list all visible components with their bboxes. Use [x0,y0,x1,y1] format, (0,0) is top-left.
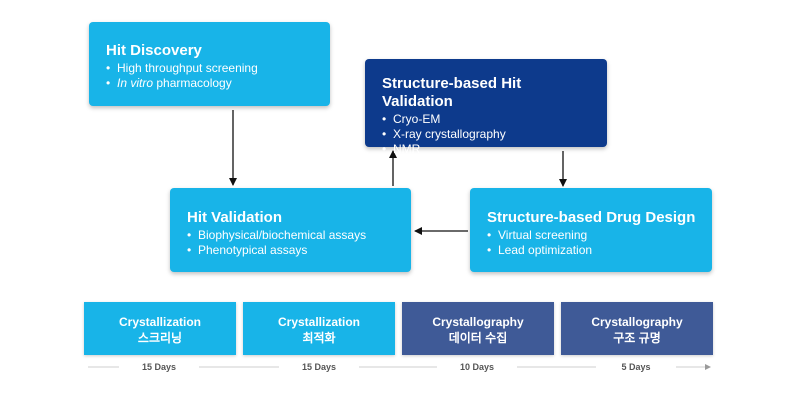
structure-hit-validation-box: Structure-based Hit Validation •Cryo-EM … [365,59,607,156]
bullet-icon: • [187,228,192,242]
structure-drug-design-list: •Virtual screening •Lead optimization [487,228,696,258]
duration-label: 15 Days [119,361,199,373]
structure-hit-validation-item: •NMR [382,142,421,156]
duration-label: 15 Days [279,361,359,373]
duration-label: 10 Days [437,361,517,373]
structure-hit-validation-list: •Cryo-EM •X-ray crystallography •NMR [382,112,591,157]
hit-discovery-list: •High throughput screening •In vitro pha… [106,61,314,91]
bullet-icon: • [106,76,111,90]
hit-validation-list: •Biophysical/biochemical assays •Phenoty… [187,228,395,258]
bullet-icon: • [487,243,492,257]
bullet-icon: • [382,142,387,156]
structure-hit-validation-item: •Cryo-EM [382,112,441,126]
hit-validation-box: Hit Validation •Biophysical/biochemical … [170,188,411,272]
step-crystallography-data-collection: Crystallography 데이터 수집 [402,302,554,355]
hit-discovery-item: •High throughput screening [106,61,258,75]
step-crystallization-optimization: Crystallization 최적화 [243,302,395,355]
bullet-icon: • [106,61,111,75]
bullet-icon: • [187,243,192,257]
structure-drug-design-item: •Virtual screening [487,228,588,242]
step-crystallization-screening: Crystallization 스크리닝 [84,302,236,355]
bullet-icon: • [487,228,492,242]
hit-validation-title: Hit Validation [187,209,283,226]
step-title: Crystallography [591,315,683,329]
bullet-icon: • [382,112,387,126]
structure-hit-validation-title: Structure-based Hit Validation [382,75,522,110]
hit-discovery-box: Hit Discovery •High throughput screening… [89,22,330,106]
step-crystallography-structure: Crystallography 구조 규명 [561,302,713,355]
step-subtitle: 스크리닝 [137,331,183,345]
step-title: Crystallization [118,315,202,329]
structure-hit-validation-item: •X-ray crystallography [382,127,506,141]
step-title: Crystallography [432,315,524,329]
hit-validation-item: •Biophysical/biochemical assays [187,228,367,242]
hit-discovery-item: •In vitro pharmacology [106,76,232,90]
structure-drug-design-box: Structure-based Drug Design •Virtual scr… [470,188,712,272]
step-subtitle: 구조 규명 [613,331,661,345]
hit-discovery-title: Hit Discovery [106,42,202,59]
structure-drug-design-item: •Lead optimization [487,243,593,257]
structure-drug-design-title: Structure-based Drug Design [487,209,696,226]
step-subtitle: 데이터 수집 [448,331,508,345]
step-title: Crystallization [277,315,361,329]
bullet-icon: • [382,127,387,141]
step-subtitle: 최적화 [302,331,336,345]
hit-validation-item: •Phenotypical assays [187,243,308,257]
duration-label: 5 Days [596,361,676,373]
